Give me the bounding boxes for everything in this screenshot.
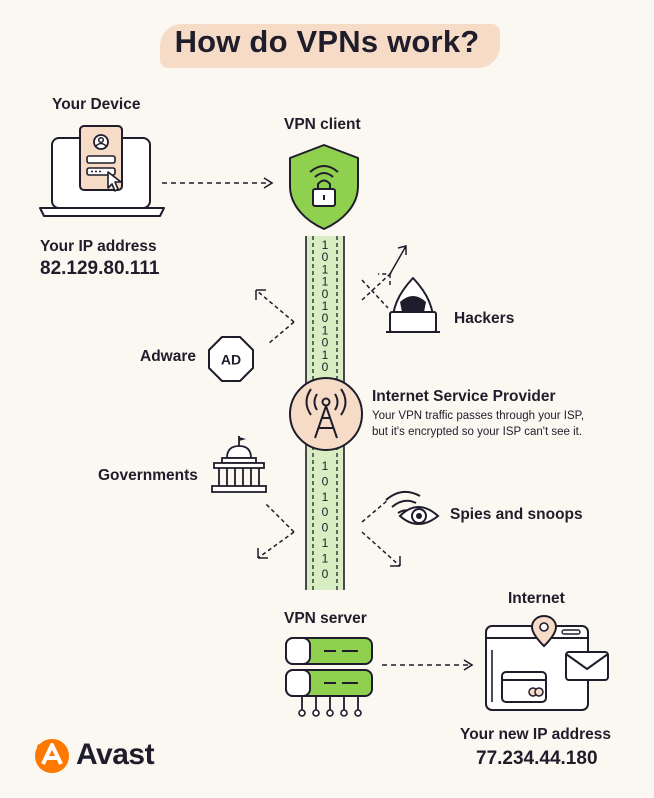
governments-label: Governments [98, 467, 198, 484]
avast-logo-icon [35, 739, 69, 773]
isp-description-line1: Your VPN traffic passes through your ISP… [372, 410, 585, 422]
ad-octagon-icon: AD [208, 336, 254, 382]
antenna-icon [289, 377, 363, 451]
device-label: Your Device [52, 96, 141, 113]
tunnel-bit: 1 [322, 348, 329, 362]
tunnel-bit: 1 [322, 238, 329, 252]
threat-arrows [255, 245, 407, 567]
brand-name: Avast [76, 738, 155, 771]
isp-description-line2: but it's encrypted so your ISP can't see… [372, 426, 583, 438]
tunnel-bit: 0 [322, 250, 329, 264]
title-highlight [160, 24, 500, 68]
adware-badge-text: AD [221, 352, 241, 368]
tunnel-bit: 1 [322, 490, 329, 504]
tunnel-bit: 0 [322, 311, 329, 325]
browser-window-icon [485, 614, 609, 711]
tunnel-bit: 1 [322, 275, 329, 289]
vpn-server-label: VPN server [284, 610, 367, 627]
adware-label: Adware [140, 348, 196, 365]
tunnel-bit: 0 [322, 336, 329, 350]
tunnel-bit: 0 [322, 505, 329, 519]
device-ip-value: 82.129.80.111 [40, 258, 160, 279]
tunnel-bit: 1 [322, 323, 329, 337]
spies-label: Spies and snoops [450, 506, 583, 523]
tunnel-bit: 1 [322, 262, 329, 276]
tunnel-bit: 1 [322, 551, 329, 565]
tunnel-bit: 0 [322, 521, 329, 535]
government-building-icon [211, 436, 267, 493]
device-ip-label: Your IP address [40, 238, 157, 255]
tunnel-bit: 1 [322, 299, 329, 313]
laptop-icon [39, 125, 165, 217]
tunnel-bit: 1 [322, 459, 329, 473]
eye-wifi-icon [385, 490, 440, 525]
tunnel-bit: 0 [322, 360, 329, 374]
tunnel-bit: 1 [322, 536, 329, 550]
tunnel-bit: 0 [322, 567, 329, 581]
vpn-client-label: VPN client [284, 116, 361, 133]
hackers-label: Hackers [454, 310, 515, 327]
device-to-client-arrow [162, 177, 274, 189]
new-ip-value: 77.234.44.180 [476, 748, 598, 769]
hacker-icon [386, 277, 440, 333]
server-icon [285, 637, 373, 717]
page-title: How do VPNs work? [174, 24, 480, 59]
tunnel-bit: 0 [322, 287, 329, 301]
internet-label: Internet [508, 590, 565, 607]
tunnel-bit: 0 [322, 474, 329, 488]
shield-lock-icon [289, 144, 359, 230]
new-ip-label: Your new IP address [460, 726, 612, 743]
server-to-internet-arrow [382, 659, 474, 671]
isp-title: Internet Service Provider [372, 388, 556, 405]
